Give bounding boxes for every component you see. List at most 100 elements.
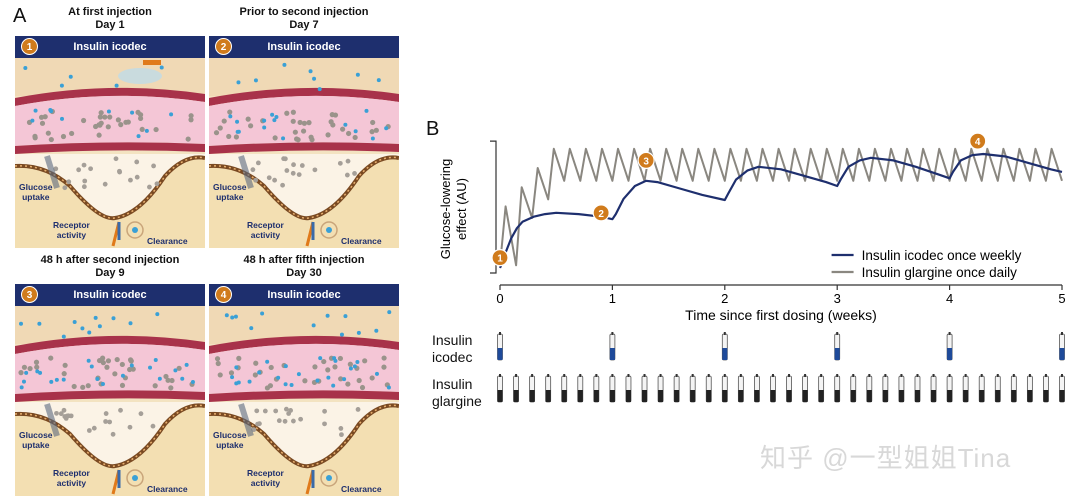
syringe-needle (836, 332, 839, 335)
icodec-syringe-icon (497, 332, 503, 361)
clearance-label: Clearance (341, 484, 382, 494)
title-line-2: Day 7 (289, 19, 319, 31)
albumin-molecule (248, 123, 254, 129)
insulin-icodec-molecule (153, 358, 158, 363)
glucose-uptake-label: Glucose uptake (19, 182, 53, 202)
albumin-molecule (115, 117, 121, 123)
albumin-molecule (62, 185, 68, 191)
syringe-fill (513, 390, 519, 402)
panel-b-letter: B (426, 118, 440, 140)
panel-number-badge: 2 (215, 38, 232, 55)
glargine-syringe-icon (914, 374, 921, 403)
insulin-icodec-molecule (308, 69, 313, 74)
vessel-wall-top (15, 335, 205, 354)
insulin-icodec-molecule (120, 373, 125, 378)
insulin-icodec-molecule (311, 323, 316, 328)
insulin-icodec-molecule (111, 316, 116, 321)
insulin-icodec-molecule (159, 65, 164, 70)
insulin-icodec-molecule (235, 119, 240, 124)
insulin-icodec-molecule (355, 360, 360, 365)
glargine-syringe-icon (545, 374, 552, 403)
tissue-illustration (15, 58, 205, 248)
insulin-icodec-molecule (130, 110, 135, 115)
albumin-molecule (369, 375, 375, 381)
syringe-needle (1061, 374, 1063, 377)
insulin-icodec-molecule (265, 359, 270, 364)
insulin-icodec-molecule (233, 314, 238, 319)
marker-circle (637, 151, 655, 169)
insulin-icodec-molecule (61, 334, 66, 339)
cleared-molecule (132, 227, 138, 233)
syringe-needle (1012, 374, 1015, 377)
albumin-molecule (267, 383, 274, 389)
albumin-molecule (85, 383, 91, 389)
albumin-molecule (299, 163, 305, 168)
receptor-activity-label: Receptor activity (247, 220, 284, 240)
albumin-molecule (96, 132, 102, 138)
glargine-series-line (499, 147, 1063, 267)
panel-number-badge: 3 (21, 286, 38, 303)
albumin-molecule (34, 364, 40, 370)
albumin-molecule (91, 425, 97, 431)
albumin-molecule (217, 372, 223, 378)
albumin-molecule (152, 383, 158, 389)
insulin-icodec-molecule (21, 379, 26, 384)
insulin-icodec-molecule (386, 385, 391, 390)
albumin-molecule (300, 128, 307, 134)
title-line-1: Prior to second injection (239, 6, 369, 18)
albumin-molecule (245, 116, 251, 122)
syringe-fill (1059, 348, 1065, 360)
insulin-icodec-molecule (289, 383, 294, 388)
marker-label: 3 (643, 156, 649, 167)
insulin-icodec-molecule (317, 87, 322, 92)
albumin-molecule (322, 421, 327, 427)
insulin-icodec-molecule (30, 118, 35, 123)
albumin-molecule (369, 129, 375, 135)
albumin-molecule (340, 126, 346, 132)
glargine-syringe-icon (1043, 374, 1049, 403)
vessel-wall-top (209, 335, 399, 354)
cleared-molecule (326, 475, 332, 481)
insulin-icodec-molecule (173, 368, 178, 373)
insulin-icodec-molecule (169, 112, 174, 117)
insulin-icodec-molecule (326, 375, 331, 380)
syringe-needle (980, 374, 983, 377)
legend-icodec-label: Insulin icodec once weekly (862, 248, 1022, 263)
injection-depot (118, 68, 162, 84)
blood-stream (209, 343, 399, 394)
syringe-fill (866, 390, 872, 402)
insulin-icodec-molecule (236, 80, 241, 85)
syringe-fill (642, 390, 648, 402)
albumin-molecule (290, 118, 296, 124)
insulin-icodec-molecule (224, 313, 229, 318)
insulin-icodec-molecule (274, 114, 279, 119)
albumin-molecule (345, 158, 351, 164)
insulin-icodec-molecule (262, 125, 267, 130)
glargine-syringe-icon (962, 374, 969, 403)
insulin-icodec-molecule (236, 129, 241, 134)
syringe-fill (850, 390, 856, 402)
albumin-molecule (362, 358, 368, 364)
albumin-molecule (325, 367, 331, 373)
insulin-icodec-molecule (283, 364, 288, 369)
syringe-needle (611, 374, 614, 377)
icodec-syringe-icon (834, 332, 841, 361)
syringe-fill (786, 390, 792, 402)
syringe-needle (1044, 374, 1047, 377)
albumin-molecule (169, 377, 175, 384)
albumin-molecule (301, 120, 307, 126)
insulin-icodec-molecule (95, 377, 100, 382)
albumin-molecule (81, 162, 87, 168)
panel-number-badge: 4 (215, 286, 232, 303)
insulin-icodec-molecule (236, 380, 241, 385)
albumin-molecule (214, 356, 221, 362)
albumin-molecule (117, 169, 123, 175)
syringe-needle (499, 332, 501, 335)
albumin-molecule (188, 117, 194, 123)
y-axis-label-line: effect (AU) (454, 178, 469, 240)
syringe-fill (722, 390, 728, 402)
syringe-needle (804, 374, 807, 377)
syringe-fill (770, 390, 776, 402)
